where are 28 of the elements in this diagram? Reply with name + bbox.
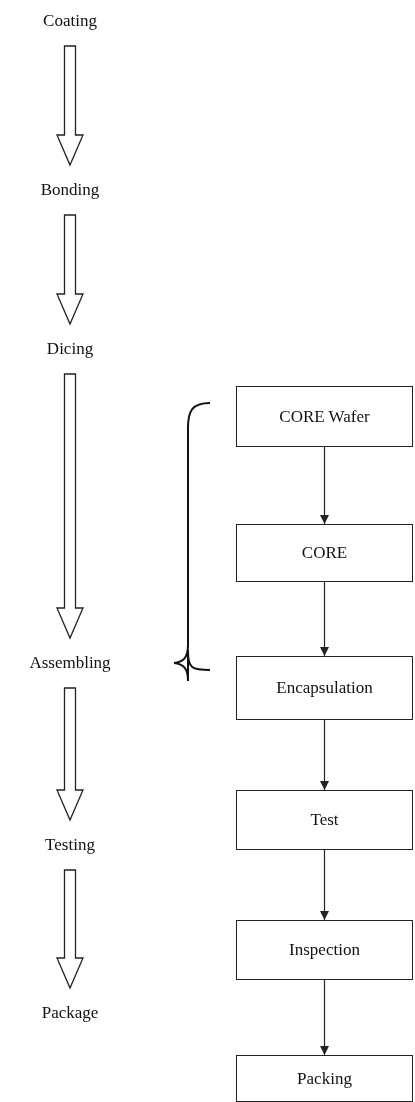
process-box: [236, 920, 413, 980]
hollow-arrow: [56, 869, 84, 990]
process-box: [236, 386, 413, 447]
step-label: CORE Wafer: [279, 406, 370, 427]
step-label: Encapsulation: [276, 678, 373, 698]
step-label: Coating: [43, 11, 97, 31]
arrow: [320, 446, 329, 525]
step-label: Dicing: [46, 339, 94, 359]
arrow: [320, 719, 329, 791]
hollow-arrow: [56, 687, 84, 822]
arrow: [320, 581, 329, 657]
step-label: Bonding: [40, 180, 100, 200]
arrow: [320, 849, 329, 921]
process-box: [236, 1055, 413, 1102]
hollow-arrow: [56, 373, 84, 640]
process-box: [236, 790, 413, 850]
process-box: [236, 656, 413, 720]
step-label: Test: [310, 810, 339, 830]
step-label: Inspection: [289, 940, 360, 960]
hollow-arrow: [56, 45, 84, 167]
step-label: Assembling: [29, 653, 111, 673]
step-label: CORE: [301, 543, 348, 563]
step-label: Package: [41, 1003, 99, 1023]
step-label: Testing: [45, 835, 95, 855]
hollow-arrow: [56, 214, 84, 326]
step-label: Packing: [297, 1068, 352, 1089]
arrow: [320, 979, 329, 1056]
process-box: [236, 524, 413, 582]
